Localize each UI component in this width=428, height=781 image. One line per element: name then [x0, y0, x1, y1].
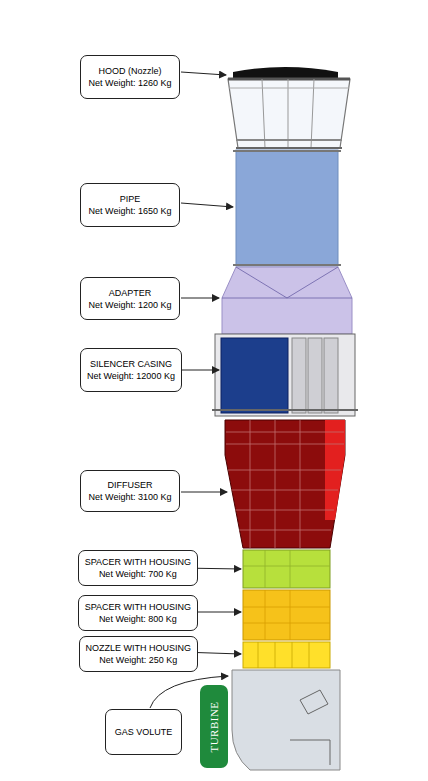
spacer-detail [243, 590, 330, 640]
part-name: SPACER WITH HOUSING [85, 556, 191, 568]
callout-box: GAS VOLUTE [105, 709, 182, 755]
part-name: SILENCER CASING [87, 358, 175, 370]
callout-box: DIFFUSERNet Weight: 3100 Kg [80, 470, 180, 512]
part-name: GAS VOLUTE [112, 726, 175, 738]
callout-box: SILENCER CASINGNet Weight: 12000 Kg [80, 348, 182, 392]
silencer-casing [212, 334, 358, 416]
callout-box: HOOD (Nozzle)Net Weight: 1260 Kg [80, 55, 180, 99]
turbine-block: TURBINE [200, 685, 228, 768]
callout-box: SPACER WITH HOUSINGNet Weight: 700 Kg [78, 550, 198, 586]
callout-box: SPACER WITH HOUSINGNet Weight: 800 Kg [78, 595, 198, 631]
diffuser [225, 420, 345, 548]
net-weight: Net Weight: 3100 Kg [87, 491, 173, 503]
part-name: DIFFUSER [87, 479, 173, 491]
pipe [233, 150, 341, 266]
part-name: PIPE [87, 193, 173, 205]
spacer-700 [243, 550, 330, 588]
net-weight: Net Weight: 250 Kg [86, 654, 192, 666]
callout-box: PIPENet Weight: 1650 Kg [80, 183, 180, 227]
hood [228, 67, 350, 148]
part-name: HOOD (Nozzle) [87, 65, 173, 77]
part-name: ADAPTER [87, 287, 173, 299]
turbine-label: TURBINE [208, 701, 220, 752]
callout-box: ADAPTERNet Weight: 1200 Kg [80, 277, 180, 320]
callout-box: NOZZLE WITH HOUSINGNet Weight: 250 Kg [79, 636, 199, 672]
nozzle-housing [243, 642, 330, 668]
nozzle-detail [258, 642, 309, 668]
part-name: SPACER WITH HOUSING [85, 601, 191, 613]
net-weight: Net Weight: 800 Kg [85, 613, 191, 625]
spacer-detail [243, 550, 330, 588]
spacer-800 [243, 590, 330, 640]
adapter [222, 267, 352, 334]
net-weight: Net Weight: 1200 Kg [87, 299, 173, 311]
gas-volute [232, 670, 340, 770]
net-weight: Net Weight: 700 Kg [85, 568, 191, 580]
net-weight: Net Weight: 1650 Kg [87, 205, 173, 217]
net-weight: Net Weight: 12000 Kg [87, 370, 175, 382]
part-name: NOZZLE WITH HOUSING [86, 642, 192, 654]
net-weight: Net Weight: 1260 Kg [87, 77, 173, 89]
